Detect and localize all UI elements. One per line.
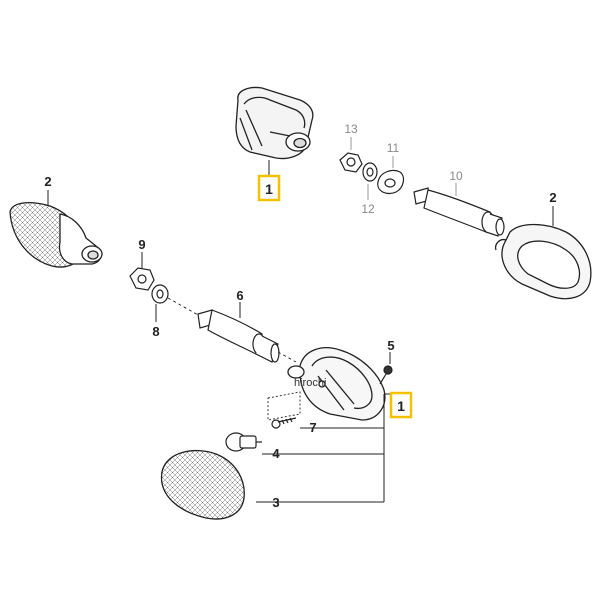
callout-8: 8 (152, 324, 159, 339)
callout-4: 4 (272, 446, 280, 461)
callout-box-highlight (257, 174, 281, 202)
callout-1-bottom: 1 (397, 398, 405, 414)
callouts: 1 1 2 2 3 4 5 6 7 8 9 10 11 12 13 (44, 122, 556, 510)
bracket-11 (377, 169, 405, 195)
callout-2-left: 2 (44, 174, 51, 189)
callout-7: 7 (309, 420, 316, 435)
callout-6: 6 (236, 288, 243, 303)
washer-12 (362, 162, 378, 182)
turn-signal-assembly-right (494, 223, 592, 300)
stalk-6 (197, 309, 280, 363)
leader-line (277, 351, 297, 363)
lens-3 (160, 450, 245, 520)
callout-12: 12 (361, 202, 375, 216)
callout-11: 11 (387, 141, 400, 155)
callout-2-right: 2 (549, 190, 556, 205)
gasket-outline (267, 391, 301, 421)
callout-10: 10 (449, 169, 463, 183)
watermark: hirochi (294, 377, 326, 389)
bracket-lines (256, 393, 392, 503)
callout-13: 13 (344, 122, 358, 136)
callout-box-highlight (389, 391, 413, 419)
callout-3: 3 (272, 495, 279, 510)
turn-signal-housing-bottom (287, 347, 386, 421)
callout-9: 9 (138, 237, 145, 252)
callout-5: 5 (387, 338, 394, 353)
stalk-10 (413, 187, 505, 237)
leader-line (167, 297, 201, 317)
bulb-4 (225, 432, 262, 452)
screw-5 (379, 365, 393, 385)
washer-8 (151, 284, 169, 304)
callout-1-top: 1 (265, 181, 273, 197)
turn-signal-assembly-left (9, 201, 103, 268)
nut-13 (339, 152, 363, 173)
turn-signal-housing-top (235, 86, 314, 160)
nut-9 (129, 267, 155, 291)
screw-7 (271, 417, 297, 429)
